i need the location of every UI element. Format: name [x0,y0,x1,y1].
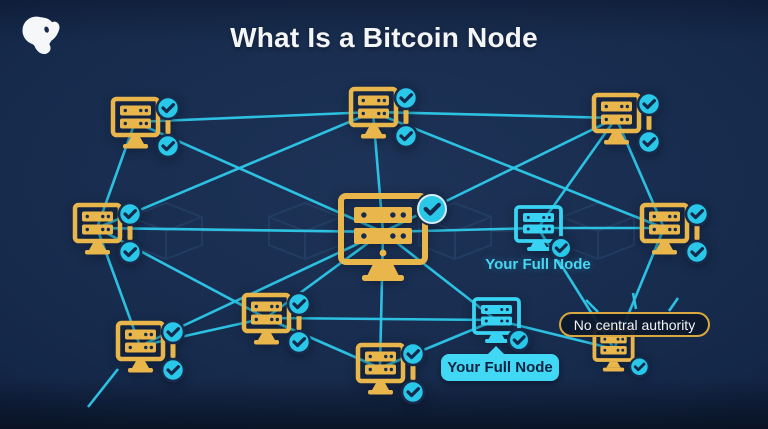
p2p-link [265,316,497,322]
p2p-link-stub [631,292,638,310]
server-computer-icon [592,327,651,378]
checkmark-circle-icon [636,129,661,155]
node-your-bottom [470,295,536,355]
server-computer-icon [513,205,573,260]
checkmark-circle-icon [160,319,185,345]
node-top-center [347,85,423,149]
server-computer-icon [110,95,180,159]
tapir-logo-icon [16,13,68,66]
page-title: What Is a Bitcoin Node [230,22,538,53]
node-center [337,192,451,292]
your-full-node-label: Your Full Node [485,256,591,273]
p2p-link [265,230,384,320]
checkmark-circle-icon [400,379,425,405]
p2p-link [536,117,618,229]
node-top-right [590,91,666,155]
server-computer-icon [241,291,311,355]
server-computer-icon [591,91,661,155]
checkmark-circle-icon [629,356,651,378]
server-computer-icon [72,201,142,265]
node-left [71,201,147,265]
server-computer-icon [471,297,531,352]
p2p-link [96,110,374,230]
node-bottom-left-1 [114,319,190,383]
no-central-authority-badge: No central authority [559,312,710,337]
server-computer-icon [338,192,449,281]
checkmark-circle-icon [117,201,142,227]
p2p-link-stub [585,299,599,313]
p2p-link [96,226,384,234]
node-your-right [512,203,578,263]
checkmark-circle-icon [286,329,311,355]
checkmark-circle-icon [684,239,709,265]
checkmark-circle-icon [506,328,531,352]
p2p-link [134,110,374,124]
checkmark-circle-icon [160,357,185,383]
p2p-link [95,227,142,347]
checkmark-circle-icon [400,341,425,367]
checkmark-circle-icon [155,133,180,159]
node-top-left [109,95,185,159]
server-computer-icon [355,341,425,405]
server-computer-icon [348,85,418,149]
node-no-authority [591,326,656,380]
p2p-link [372,110,617,120]
p2p-link-stub [86,368,120,408]
node-bottom-center [354,341,430,405]
your-full-node-bubble: Your Full Node [441,346,559,381]
p2p-link [372,110,665,230]
checkmark-circle-icon [548,236,573,260]
checkmark-circle-icon [393,85,418,111]
checkmark-circle-icon [636,91,661,117]
checkmark-circle-icon [393,123,418,149]
checkmark-circle-icon [417,194,447,224]
checkmark-circle-icon [684,201,709,227]
checkmark-circle-icon [155,95,180,121]
node-right [638,201,714,265]
p2p-link [265,316,381,370]
p2p-link [614,117,666,229]
server-computer-icon [639,201,709,265]
p2p-link [379,318,497,370]
p2p-link-stub [667,297,680,312]
checkmark-circle-icon [117,239,142,265]
node-bottom-left-2 [240,291,316,355]
p2p-link [95,121,137,229]
p2p-link [382,230,497,322]
server-computer-icon [115,319,185,383]
checkmark-circle-icon [286,291,311,317]
